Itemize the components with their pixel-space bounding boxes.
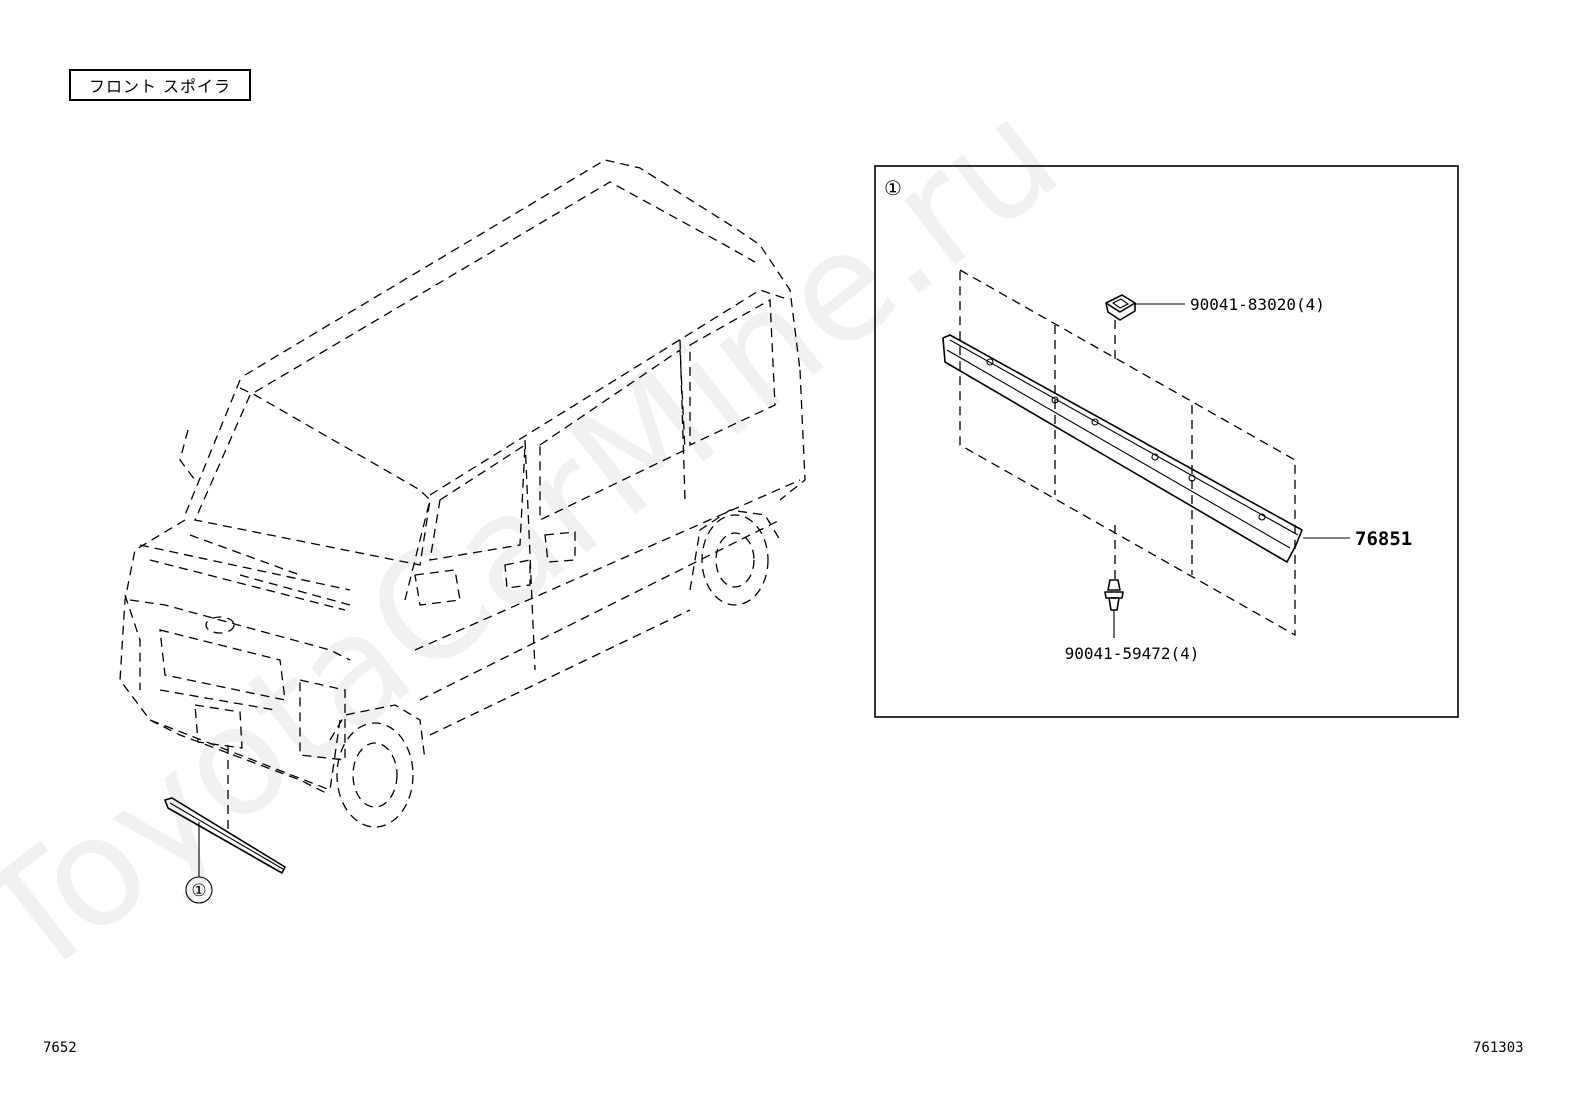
- detail-frame: [874, 165, 1459, 718]
- mounting-guide: [959, 268, 1296, 637]
- callout-circle-1: [185, 876, 213, 904]
- label-clip: 90041-59472(4): [1065, 644, 1200, 663]
- footer-right-code: 761303: [1473, 1040, 1524, 1056]
- van-outline: [119, 159, 806, 835]
- footer-left-code: 7652: [43, 1040, 77, 1056]
- label-spoiler: 76851: [1355, 528, 1412, 550]
- detail-marker: ①: [884, 176, 902, 200]
- clip-part: [1104, 579, 1124, 611]
- callout-ref-1: ①: [191, 881, 206, 901]
- spoiler-detail: [942, 334, 1303, 563]
- nut-part: [1105, 294, 1136, 321]
- label-nut: 90041-83020(4): [1190, 295, 1325, 314]
- section-title: フロント スポイラ: [69, 69, 251, 101]
- spoiler-overview: [164, 797, 286, 877]
